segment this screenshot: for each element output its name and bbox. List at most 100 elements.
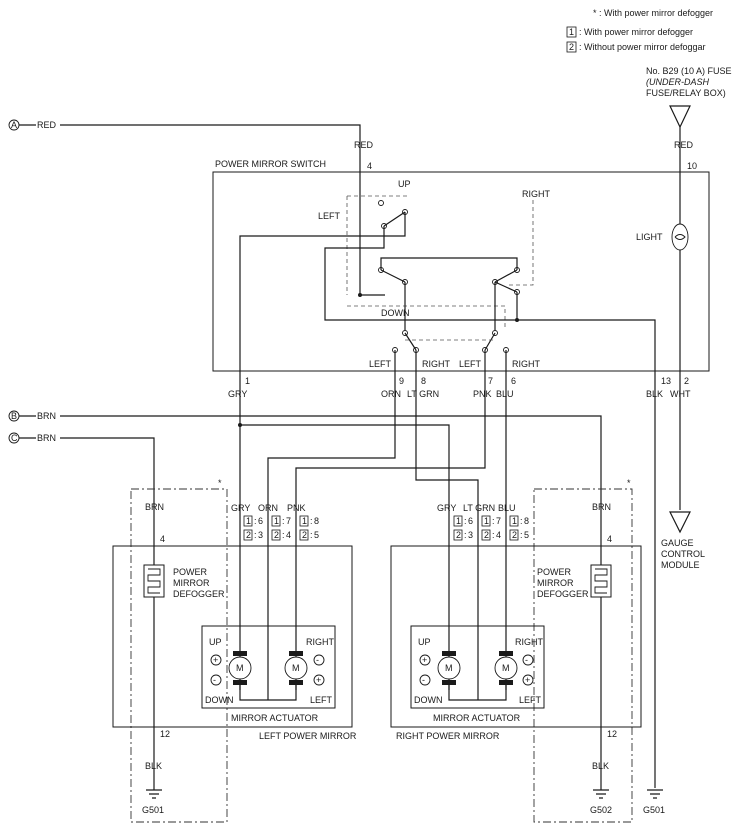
light-filament-icon: [674, 234, 686, 240]
switch-pin: 2: [684, 376, 689, 386]
left-pin-row1: :: [254, 516, 257, 526]
junction-dot: [515, 318, 519, 322]
switch-pin: 7: [488, 376, 493, 386]
switch-wire-red-fuse: RED: [674, 140, 694, 150]
switch-ground: G501: [643, 789, 665, 815]
left-mirror-housing: [112, 545, 353, 728]
plus-sign: +: [525, 675, 530, 685]
left-pin-row1: :: [310, 516, 313, 526]
motor-brush: [499, 680, 513, 685]
junction-dot: [238, 423, 242, 427]
legend-box-2-number: 2: [512, 530, 517, 540]
switch-pin: 6: [511, 376, 516, 386]
legend-without-defogger: : Without power mirror defoggar: [579, 42, 706, 52]
selector-right-label-2: RIGHT: [512, 359, 541, 369]
motor-brush: [233, 651, 247, 656]
right-defogger-pin-4: 4: [607, 534, 612, 544]
right-pin-row2: 4: [496, 530, 501, 540]
right-mirror-title: RIGHT POWER MIRROR: [396, 731, 500, 741]
switch-left-label: LEFT: [318, 211, 341, 221]
right-pin-row2: 5: [524, 530, 529, 540]
down-selector-dashed: [347, 305, 506, 330]
gauge-label-line1: GAUGE: [661, 538, 694, 548]
motor-label: M: [502, 663, 510, 673]
plus-sign: +: [316, 675, 321, 685]
right-wire-color: LT GRN: [463, 503, 495, 513]
left-brn-label: BRN: [145, 502, 164, 512]
right-selector-dashed: [506, 200, 534, 286]
wire-color-label: BLU: [496, 389, 514, 399]
left-defogger-pin-12: 12: [160, 729, 170, 739]
switch-housing: [212, 171, 710, 372]
motor-label: M: [236, 663, 244, 673]
left-defogger-label: DEFOGGER: [173, 589, 225, 599]
left-pin-row2: 4: [286, 530, 291, 540]
plus-terminal-icon: [419, 654, 431, 666]
right-pin-row1: :: [464, 516, 467, 526]
right-pin-row2: :: [464, 530, 467, 540]
legend-box-2-number: 2: [274, 530, 279, 540]
motor-brush: [289, 651, 303, 656]
selector-right-label-1: RIGHT: [422, 359, 451, 369]
left-defogger-option-outline: [130, 488, 228, 823]
legend: * : With power mirror defogger 1 : With …: [566, 8, 713, 53]
right-left-label: LEFT: [519, 695, 542, 705]
switch-ground-label: G501: [643, 805, 665, 815]
right-down-label: DOWN: [414, 695, 443, 705]
motor-icon: [284, 656, 308, 680]
legend-box-1: [509, 515, 519, 527]
switch-blade: [484, 332, 496, 351]
wire-orn: [267, 372, 396, 700]
switch-blade: [380, 269, 406, 283]
left-up-label: UP: [209, 637, 222, 647]
legend-box-2: [299, 529, 309, 541]
switch-blade: [494, 269, 518, 283]
connector-c-letter: C: [11, 433, 18, 443]
switch-light-label: LIGHT: [636, 232, 663, 242]
right-right-label: RIGHT: [515, 637, 544, 647]
plus-sign: +: [213, 655, 218, 665]
left-pin-row2: :: [282, 530, 285, 540]
left-defogger-pin-4: 4: [160, 534, 165, 544]
legend-box-2-number: 2: [484, 530, 489, 540]
legend-box-2-number: 2: [246, 530, 251, 540]
left-blk-label: BLK: [145, 761, 162, 771]
legend-box-2: [271, 529, 281, 541]
contact: [378, 200, 384, 206]
switch-wire-gry-internal: [239, 212, 406, 372]
switch-wire-common: [324, 226, 656, 372]
gauge-label-line2: CONTROL: [661, 549, 705, 559]
fuse-triangle-icon: [669, 105, 691, 129]
right-pin-row1: 7: [496, 516, 501, 526]
motor-label: M: [292, 663, 300, 673]
left-pin-row2: :: [310, 530, 313, 540]
left-mirror-title: LEFT POWER MIRROR: [259, 731, 357, 741]
switch-pin: 9: [399, 376, 404, 386]
legend-box-1: [299, 515, 309, 527]
left-pin-row1: 8: [314, 516, 319, 526]
legend-box-2-number: 2: [569, 42, 574, 52]
left-motor-common-wire: [239, 685, 297, 701]
gauge-label-line3: MODULE: [661, 560, 700, 570]
wire-color-label: PNK: [473, 389, 492, 399]
legend-with-defogger: : With power mirror defogger: [579, 27, 693, 37]
right-up-label: UP: [418, 637, 431, 647]
legend-box-1-number: 1: [302, 516, 307, 526]
legend-box-2: [481, 529, 491, 541]
ground-icon: [593, 789, 609, 799]
wire-color-label: GRY: [228, 389, 247, 399]
left-defogger-label: MIRROR: [173, 578, 210, 588]
left-left-label: LEFT: [310, 695, 333, 705]
legend-box-1-number: 1: [484, 516, 489, 526]
left-actuator-label: MIRROR ACTUATOR: [231, 713, 319, 723]
motor-brush: [442, 651, 456, 656]
switch-pin-4: 4: [367, 161, 372, 171]
switch-right-label: RIGHT: [522, 189, 551, 199]
wire-red-a: [60, 124, 361, 172]
right-power-mirror: * BRN RIGHT POWER MIRROR 4 POWER MIRROR …: [390, 478, 642, 823]
wire-color-label: LT GRN: [407, 389, 439, 399]
right-defogger-asterisk: *: [627, 478, 631, 488]
left-connector-pin-table: 1 : 6 1 : 7 1 : 8 2 : 3 2 : 4 2 : 5: [243, 515, 319, 541]
legend-box-1: [243, 515, 253, 527]
legend-box-1-number: 1: [246, 516, 251, 526]
